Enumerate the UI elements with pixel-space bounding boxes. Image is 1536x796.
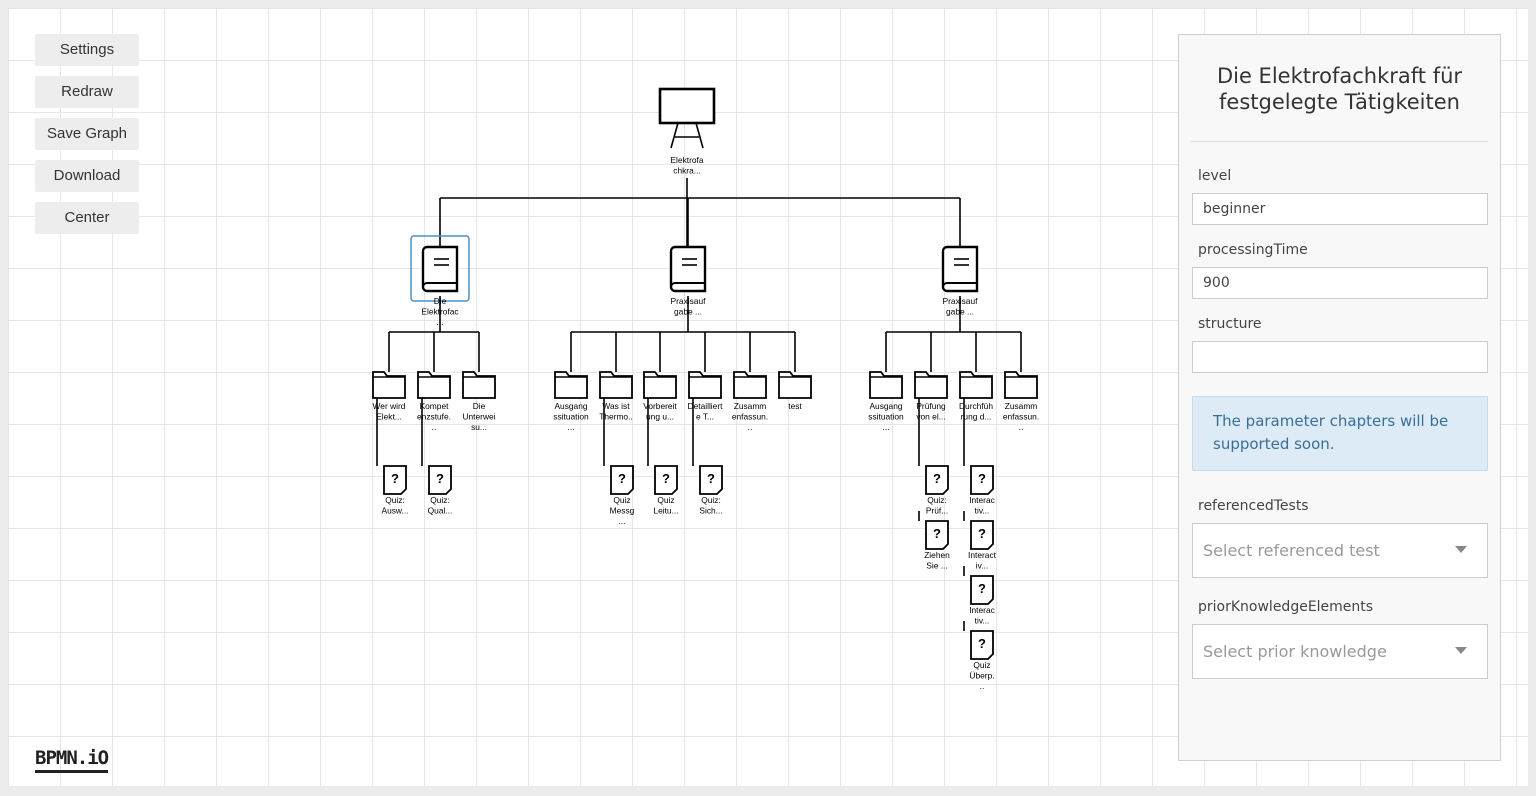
folder-icon[interactable] [688, 371, 722, 399]
question-mark-icon: ? [662, 471, 670, 486]
save-graph-button[interactable]: Save Graph [35, 118, 139, 150]
question-mark-icon: ? [933, 471, 941, 486]
redraw-button[interactable]: Redraw [35, 76, 139, 108]
question-mark-icon: ? [978, 526, 986, 541]
referenced-tests-select[interactable]: Select referenced test [1192, 523, 1488, 578]
book-icon[interactable] [669, 245, 707, 293]
node-label: Quiz:Qual... [428, 495, 453, 516]
question-mark-icon: ? [978, 636, 986, 651]
question-mark-icon: ? [436, 471, 444, 486]
question-mark-icon: ? [933, 526, 941, 541]
quiz-icon[interactable] [610, 465, 634, 495]
node-label: test [788, 401, 802, 411]
quiz-icon[interactable] [383, 465, 407, 495]
folder-icon[interactable] [778, 371, 812, 399]
quiz-icon[interactable] [970, 630, 994, 660]
properties-panel: Die Elektrofachkraft für festgelegte Tät… [1178, 34, 1501, 761]
level-input[interactable]: beginner [1192, 193, 1488, 225]
prior-knowledge-label: priorKnowledgeElements [1198, 599, 1374, 615]
info-message: The parameter chapters will be supported… [1192, 396, 1488, 471]
chevron-down-icon[interactable] [1455, 546, 1467, 553]
quiz-icon[interactable] [654, 465, 678, 495]
connector [670, 122, 679, 149]
question-mark-icon: ? [978, 471, 986, 486]
question-mark-icon: ? [978, 581, 986, 596]
processing-time-label: processingTime [1198, 242, 1308, 258]
processing-time-input[interactable]: 900 [1192, 267, 1488, 299]
quiz-icon[interactable] [428, 465, 452, 495]
book-icon[interactable] [941, 245, 979, 293]
node-label: Quiz:Sich... [699, 495, 722, 516]
referenced-tests-placeholder: Select referenced test [1203, 541, 1380, 560]
referenced-tests-label: referencedTests [1198, 498, 1309, 514]
question-mark-icon: ? [618, 471, 626, 486]
prior-knowledge-placeholder: Select prior knowledge [1203, 642, 1387, 661]
download-button[interactable]: Download [35, 160, 139, 192]
quiz-icon[interactable] [970, 520, 994, 550]
toolbar: Settings Redraw Save Graph Download Cent… [35, 34, 139, 244]
folder-icon[interactable] [462, 371, 496, 399]
quiz-icon[interactable] [699, 465, 723, 495]
folder-icon[interactable] [417, 371, 451, 399]
book-icon[interactable] [421, 245, 459, 293]
settings-button[interactable]: Settings [35, 34, 139, 66]
node-label: Quiz:Ausw... [382, 495, 409, 516]
structure-input[interactable] [1192, 341, 1488, 373]
folder-icon[interactable] [914, 371, 948, 399]
quiz-icon[interactable] [970, 575, 994, 605]
center-button[interactable]: Center [35, 202, 139, 234]
quiz-icon[interactable] [925, 465, 949, 495]
bpmn-logo[interactable]: BPMN.iO [35, 747, 109, 773]
prior-knowledge-select[interactable]: Select prior knowledge [1192, 624, 1488, 679]
folder-icon[interactable] [959, 371, 993, 399]
chevron-down-icon[interactable] [1455, 647, 1467, 654]
folder-icon[interactable] [869, 371, 903, 399]
folder-icon[interactable] [733, 371, 767, 399]
folder-icon[interactable] [599, 371, 633, 399]
folder-icon[interactable] [1004, 371, 1038, 399]
question-mark-icon: ? [707, 471, 715, 486]
folder-icon[interactable] [554, 371, 588, 399]
whiteboard-icon[interactable] [658, 87, 716, 125]
question-mark-icon: ? [391, 471, 399, 486]
panel-title: Die Elektrofachkraft für festgelegte Tät… [1191, 63, 1488, 142]
folder-icon[interactable] [372, 371, 406, 399]
quiz-icon[interactable] [925, 520, 949, 550]
quiz-icon[interactable] [970, 465, 994, 495]
node-label: Quiz:Prüf... [926, 495, 948, 516]
connector [695, 122, 704, 149]
structure-label: structure [1198, 316, 1262, 332]
level-label: level [1198, 168, 1232, 184]
folder-icon[interactable] [643, 371, 677, 399]
